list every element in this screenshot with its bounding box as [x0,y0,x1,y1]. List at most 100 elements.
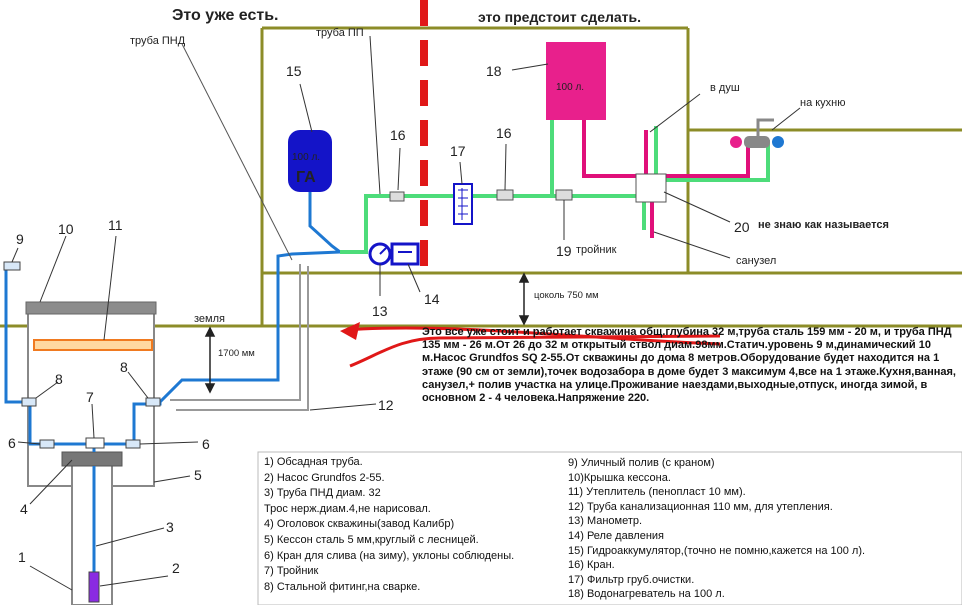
fitting-8-right [145,397,161,407]
kitchen-hot [660,142,750,178]
depth-arrow-top [204,326,216,337]
legend-item: 6) Кран для слива (на зиму), уклоны собл… [264,549,515,562]
label-bathroom: санузел [736,255,776,267]
outlet-pipe [132,250,341,444]
leader-10 [39,235,67,303]
sewer-pipe-12-outer [176,266,309,411]
num-8-right: 8 [120,359,128,375]
leader-14 [407,263,421,293]
leader-lines [11,35,801,591]
leader-18 [511,63,549,71]
leader-15 [299,83,313,133]
header-existing: Это уже есть. [172,7,279,24]
leader-5 [153,475,191,483]
plinth-arrow-bottom [518,315,530,326]
num-7: 7 [86,389,94,405]
accumulator-tag: ГА [296,169,316,186]
leader-kitchen [771,107,801,131]
num-6-right: 6 [202,436,210,452]
manometer-needle [379,247,387,255]
leader-8-left [35,381,59,399]
filter-grid [458,188,468,220]
leader-16-left [397,147,401,191]
num-20: 20 [734,219,750,235]
leader-2 [99,575,169,587]
label-unknown: не знаю как называется [758,219,889,231]
mixer-body [744,136,770,148]
accumulator-15 [288,130,341,254]
leader-7 [91,403,95,439]
num-2: 2 [172,560,180,576]
legend-item: 8) Стальной фитинг,на сварке. [264,580,421,593]
num-17: 17 [450,143,466,159]
tee-19 [555,189,573,201]
pnd-leader-line [181,43,293,261]
leader-bathroom [653,231,731,259]
sewer-pipe-12 [170,264,301,401]
red-arrow [349,334,721,368]
legend-right: 9) Уличный полив (с краном) 10)Крышка ке… [568,456,865,602]
num-15: 15 [286,63,302,79]
pressure-relay-14 [390,242,420,266]
leader-20 [663,191,731,223]
leader-pp [369,35,381,195]
heater-outlet [582,120,640,178]
label-shower: в душ [710,82,740,94]
num-10: 10 [58,221,74,237]
label-plinth: цоколь 750 мм [534,290,599,301]
legend-item: 18) Водонагреватель на 100 л. [568,588,725,601]
drain-valve-6-right [125,439,141,449]
cold-knob [772,136,784,148]
label-ground: земля [194,313,225,325]
drain-valve-6-left [39,439,55,449]
label-depth: 1700 мм [218,348,255,359]
spout [756,118,774,136]
leader-11 [103,235,117,341]
leader-17 [459,161,463,185]
well-head [61,451,123,467]
pink-pipes [582,120,750,238]
fitting-8-left [21,397,37,407]
valve-16-left [389,191,405,202]
heater-volume: 100 л. [556,82,584,93]
leader-4 [29,459,73,505]
legend-item: Трос нерж.диам.4,не нарисовал. [264,502,431,515]
pump [88,571,100,603]
num-3: 3 [166,519,174,535]
valve-16-right [496,189,514,201]
hot-knob [730,136,742,148]
num-14: 14 [424,291,440,307]
legend-item: 5) Кессон сталь 5 мм,круглый с лесницей. [264,533,479,546]
leader-16-right [504,143,507,191]
dimensions [204,272,530,394]
num-18: 18 [486,63,502,79]
legend-box [257,451,962,605]
legend-item: 13) Манометр. [568,515,643,528]
leader-1 [29,565,73,591]
legend-item: 9) Уличный полив (с краном) [568,457,715,469]
leader-shower [649,93,701,133]
num-13: 13 [372,303,388,319]
house-structure [0,26,962,328]
leader-12 [309,403,377,411]
leader-3 [95,527,165,547]
label-tee: тройник [576,244,617,256]
accumulator-volume: 100 л. [292,152,320,163]
label-kitchen: на кухню [800,97,846,109]
leader-6-left [17,441,41,445]
leader-8-right [127,371,149,399]
legend-item: 4) Оголовок скважины(завод Калибр) [264,518,455,531]
legend-item: 1) Обсадная труба. [264,456,363,468]
num-9: 9 [16,231,24,247]
water-heater-18 [546,42,606,120]
tee-7 [85,437,105,449]
num-16-left: 16 [390,127,406,143]
red-arrow-head [340,322,360,340]
accumulator-pipe [308,192,341,254]
legend-item: 3) Труба ПНД диам. 32 [264,487,381,500]
leader-6-right [139,441,199,445]
caisson-lid [25,301,157,315]
legend-item: 15) Гидроаккумулятор,(точно не помню,каж… [568,544,866,557]
red-arrow-main [345,326,721,346]
